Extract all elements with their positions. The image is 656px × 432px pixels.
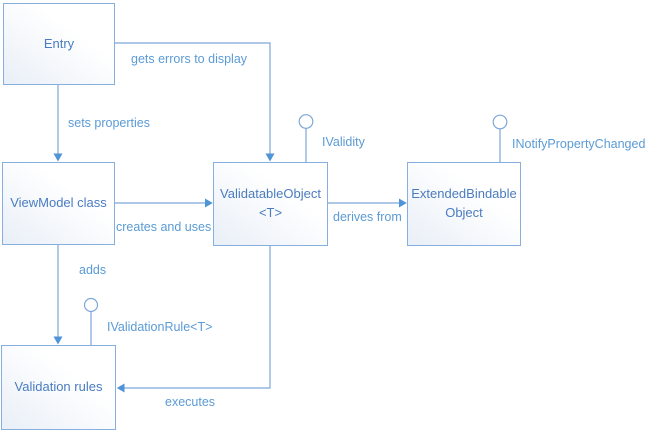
connector-label-creates-and-uses: creates and uses xyxy=(116,220,212,234)
interface-label-inotifypropertychanged: INotifyPropertyChanged xyxy=(512,137,646,151)
interface-lollipop-ivalidationrule-icon xyxy=(83,297,99,313)
node-validation-rules: Validation rules xyxy=(1,345,116,430)
interface-lollipop-inotifypropertychanged-icon xyxy=(492,114,508,130)
connector-executes xyxy=(124,246,271,389)
node-extendedbindable-object: ExtendedBindable Object xyxy=(407,162,521,246)
arrowhead-creates-and-uses-right-icon xyxy=(205,198,213,208)
interface-lollipop-ivalidity-icon xyxy=(298,114,314,129)
connector-gets-errors-to-display xyxy=(115,42,271,154)
node-entry: Entry xyxy=(3,3,115,85)
connector-label-executes: executes xyxy=(165,395,216,409)
connector-label-derives-from: derives from xyxy=(333,210,402,224)
interface-label-ivalidity: IValidity xyxy=(322,135,365,149)
interface-label-ivalidationrule: IValidationRule<T> xyxy=(107,320,213,334)
arrowhead-gets-errors-down-icon xyxy=(265,153,275,162)
arrowhead-adds-down-icon xyxy=(53,336,63,345)
connector-label-gets-errors-to-display: gets errors to display xyxy=(131,52,248,66)
arrowhead-derives-from-right-icon xyxy=(399,198,407,208)
connector-label-adds: adds xyxy=(79,263,107,277)
node-viewmodel-class: ViewModel class xyxy=(2,162,115,245)
arrowhead-sets-properties-down-icon xyxy=(53,153,63,162)
connector-label-sets-properties: sets properties xyxy=(68,116,150,130)
arrowhead-executes-left-icon xyxy=(116,383,125,393)
node-validatableobject: ValidatableObject <T> xyxy=(213,162,328,246)
